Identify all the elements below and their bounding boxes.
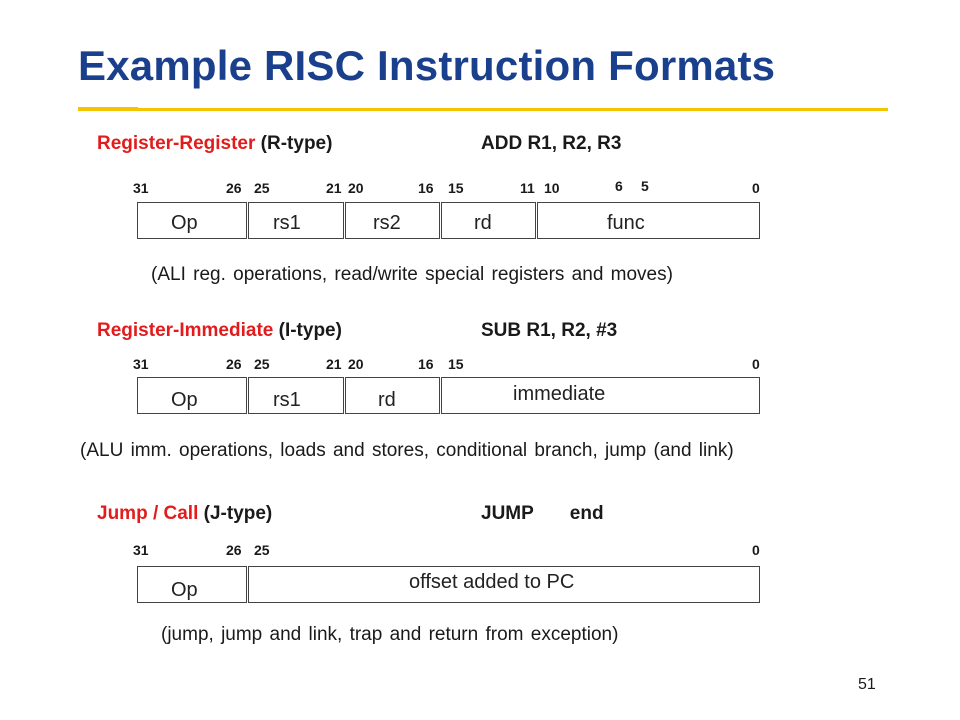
title-underline xyxy=(138,108,888,111)
j-field-offset: offset added to PC xyxy=(248,566,760,603)
r-field-rd: rd xyxy=(441,202,536,239)
field-label: rs1 xyxy=(273,389,301,411)
bit-label: 26 xyxy=(226,180,242,196)
bit-label: 26 xyxy=(226,356,242,372)
bit-label: 6 xyxy=(615,178,623,194)
j-type-example-arg: end xyxy=(569,503,604,524)
j-field-op: Op xyxy=(137,566,247,603)
r-field-op: Op xyxy=(137,202,247,239)
i-type-tag: (I-type) xyxy=(278,320,342,341)
i-type-name: Register-Immediate xyxy=(97,320,274,341)
bit-label: 16 xyxy=(418,180,434,196)
slide-title: Example RISC Instruction Formats xyxy=(78,42,776,89)
field-label: Op xyxy=(171,389,198,411)
bit-label: 25 xyxy=(254,180,270,196)
bit-label: 15 xyxy=(448,356,464,372)
bit-label: 0 xyxy=(752,356,760,372)
i-field-op: Op xyxy=(137,377,247,414)
r-type-name: Register-Register xyxy=(97,133,256,154)
bit-label: 20 xyxy=(348,180,364,196)
r-type-heading: Register-Register (R-type) xyxy=(97,133,332,155)
bit-label: 15 xyxy=(448,180,464,196)
j-type-note: (jump, jump and link, trap and return fr… xyxy=(161,624,619,645)
bit-label: 31 xyxy=(133,542,149,558)
i-type-note: (ALU imm. operations, loads and stores, … xyxy=(80,440,734,461)
r-field-rs1: rs1 xyxy=(248,202,344,239)
i-type-heading: Register-Immediate (I-type) xyxy=(97,320,342,342)
bit-label: 21 xyxy=(326,356,342,372)
field-label: rd xyxy=(474,212,492,234)
bit-label: 26 xyxy=(226,542,242,558)
bit-label: 5 xyxy=(641,178,649,194)
field-label: rs2 xyxy=(373,212,401,234)
i-field-rs1: rs1 xyxy=(248,377,344,414)
bit-label: 10 xyxy=(544,180,560,196)
bit-label: 0 xyxy=(752,180,760,196)
field-label: func xyxy=(607,212,645,234)
field-label: rs1 xyxy=(273,212,301,234)
j-type-example-op: JUMP xyxy=(481,503,534,524)
r-type-example: ADD R1, R2, R3 xyxy=(481,133,622,154)
field-label: offset added to PC xyxy=(409,571,575,593)
field-label: Op xyxy=(171,579,198,601)
bit-label: 21 xyxy=(326,180,342,196)
field-label: Op xyxy=(171,212,198,234)
r-field-func: func xyxy=(537,202,760,239)
r-type-note: (ALI reg. operations, read/write special… xyxy=(151,264,673,285)
bit-label: 25 xyxy=(254,542,270,558)
page-number: 51 xyxy=(858,676,876,693)
field-label: rd xyxy=(378,389,396,411)
bit-label: 0 xyxy=(752,542,760,558)
field-label: immediate xyxy=(513,383,606,405)
bit-label: 31 xyxy=(133,180,149,196)
bit-label: 25 xyxy=(254,356,270,372)
j-type-name: Jump / Call xyxy=(97,503,199,524)
r-field-rs2: rs2 xyxy=(345,202,440,239)
bit-label: 16 xyxy=(418,356,434,372)
bit-label: 11 xyxy=(520,180,535,196)
r-type-tag: (R-type) xyxy=(260,133,333,154)
j-type-tag: (J-type) xyxy=(203,503,273,524)
bit-label: 20 xyxy=(348,356,364,372)
bit-label: 31 xyxy=(133,356,149,372)
i-field-immediate: immediate xyxy=(441,377,760,414)
i-field-rd: rd xyxy=(345,377,440,414)
i-type-example: SUB R1, R2, #3 xyxy=(481,320,618,341)
title-underline-accent xyxy=(78,107,138,111)
j-type-example: JUMP end xyxy=(481,503,604,525)
j-type-heading: Jump / Call (J-type) xyxy=(97,503,272,525)
